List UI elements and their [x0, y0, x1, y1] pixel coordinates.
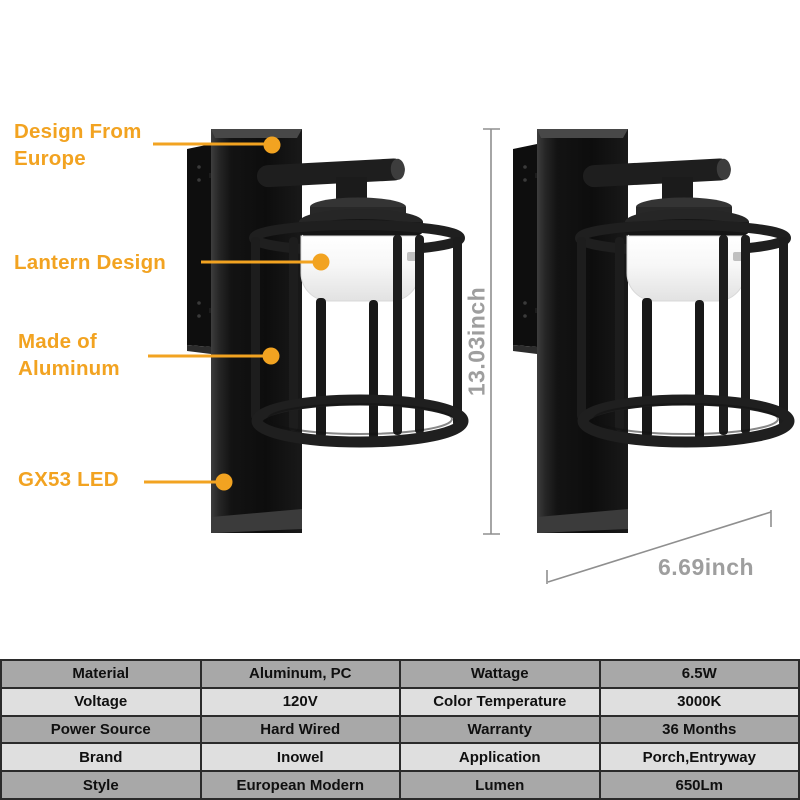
height-dimension-line [483, 128, 500, 535]
spec-value-cell: Aluminum, PC [199, 659, 401, 689]
callout-label-gx53-led: GX53 LED [18, 468, 119, 491]
spec-row: Material Aluminum, PC Wattage 6.5W [0, 659, 800, 689]
spec-row: Power Source Hard Wired Warranty 36 Mont… [0, 714, 800, 745]
spec-value-cell: 120V [199, 686, 401, 717]
spec-key-cell: Style [0, 770, 202, 800]
spec-key-cell: Color Temperature [399, 686, 601, 717]
spec-table: Material Aluminum, PC Wattage 6.5W Volta… [0, 659, 800, 800]
spec-key-cell: Voltage [0, 686, 202, 717]
spec-key-cell: Wattage [399, 659, 601, 689]
callout-dot-gx53-led [215, 473, 233, 491]
spec-key-cell: Power Source [0, 714, 202, 745]
spec-value-cell: 650Lm [598, 770, 800, 800]
height-dimension-label: 13.03inch [463, 286, 490, 397]
spec-value-cell: European Modern [199, 770, 401, 800]
spec-value-cell: 3000K [598, 686, 800, 717]
spec-key-cell: Warranty [399, 714, 601, 745]
width-dimension-label: 6.69inch [658, 554, 755, 580]
callout-dot-made-of-aluminum [262, 347, 280, 365]
wall-lantern-right [513, 129, 789, 533]
spec-row: Brand Inowel Application Porch,Entryway [0, 742, 800, 773]
spec-row: Style European Modern Lumen 650Lm [0, 770, 800, 800]
spec-key-cell: Material [0, 659, 202, 689]
spec-value-cell: 36 Months [598, 714, 800, 745]
callout-label-lantern-design: Lantern Design [14, 251, 167, 274]
spec-row: Voltage 120V Color Temperature 3000K [0, 686, 800, 717]
spec-value-cell: 6.5W [598, 659, 800, 689]
callout-dot-lantern-design [312, 253, 330, 271]
spec-value-cell: Hard Wired [199, 714, 401, 745]
spec-key-cell: Brand [0, 742, 202, 773]
callout-label-made-of-aluminum: Made of Aluminum [18, 330, 120, 380]
callout-dot-design-from-europe [263, 136, 281, 154]
callout-label-design-from-europe: Design From Europe [14, 120, 142, 170]
width-dimension-line [546, 510, 772, 584]
spec-value-cell: Porch,Entryway [598, 742, 800, 773]
wall-lantern-left [187, 129, 463, 533]
spec-key-cell: Application [399, 742, 601, 773]
spec-value-cell: Inowel [199, 742, 401, 773]
spec-key-cell: Lumen [399, 770, 601, 800]
